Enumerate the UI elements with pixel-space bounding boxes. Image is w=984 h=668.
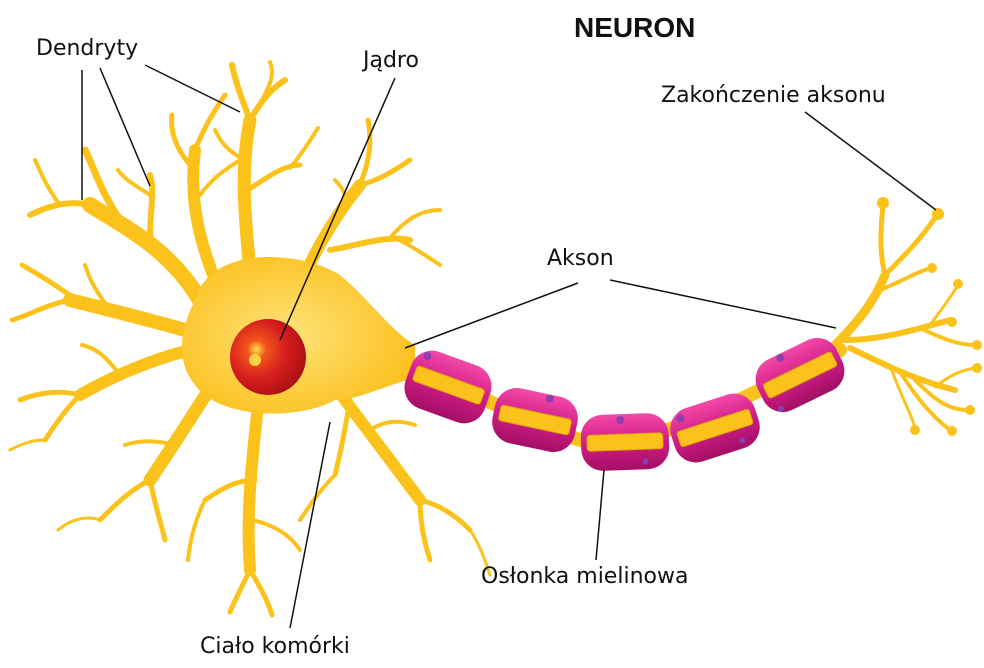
label-dendrites: Dendryty — [36, 38, 138, 60]
label-axon: Akson — [547, 248, 614, 270]
leader-axon-terminal — [805, 112, 936, 210]
myelin-sheath-segments — [398, 331, 852, 472]
leader-myelin — [596, 470, 604, 560]
leader-dendrites-2 — [100, 68, 150, 186]
label-nucleus: Jądro — [363, 50, 419, 72]
terminal-bulbs — [877, 197, 982, 436]
leader-dendrites-3 — [145, 65, 240, 112]
leader-axon-2 — [610, 280, 836, 328]
label-axon-terminal: Zakończenie aksonu — [661, 85, 886, 107]
nucleus-shape — [230, 319, 306, 395]
label-myelin-sheath: Osłonka mielinowa — [481, 566, 688, 588]
diagram-title: NEURON — [574, 14, 695, 42]
label-cell-body: Ciało komórki — [200, 636, 350, 658]
leader-axon-1 — [405, 283, 578, 348]
leader-cell-body — [290, 422, 330, 628]
